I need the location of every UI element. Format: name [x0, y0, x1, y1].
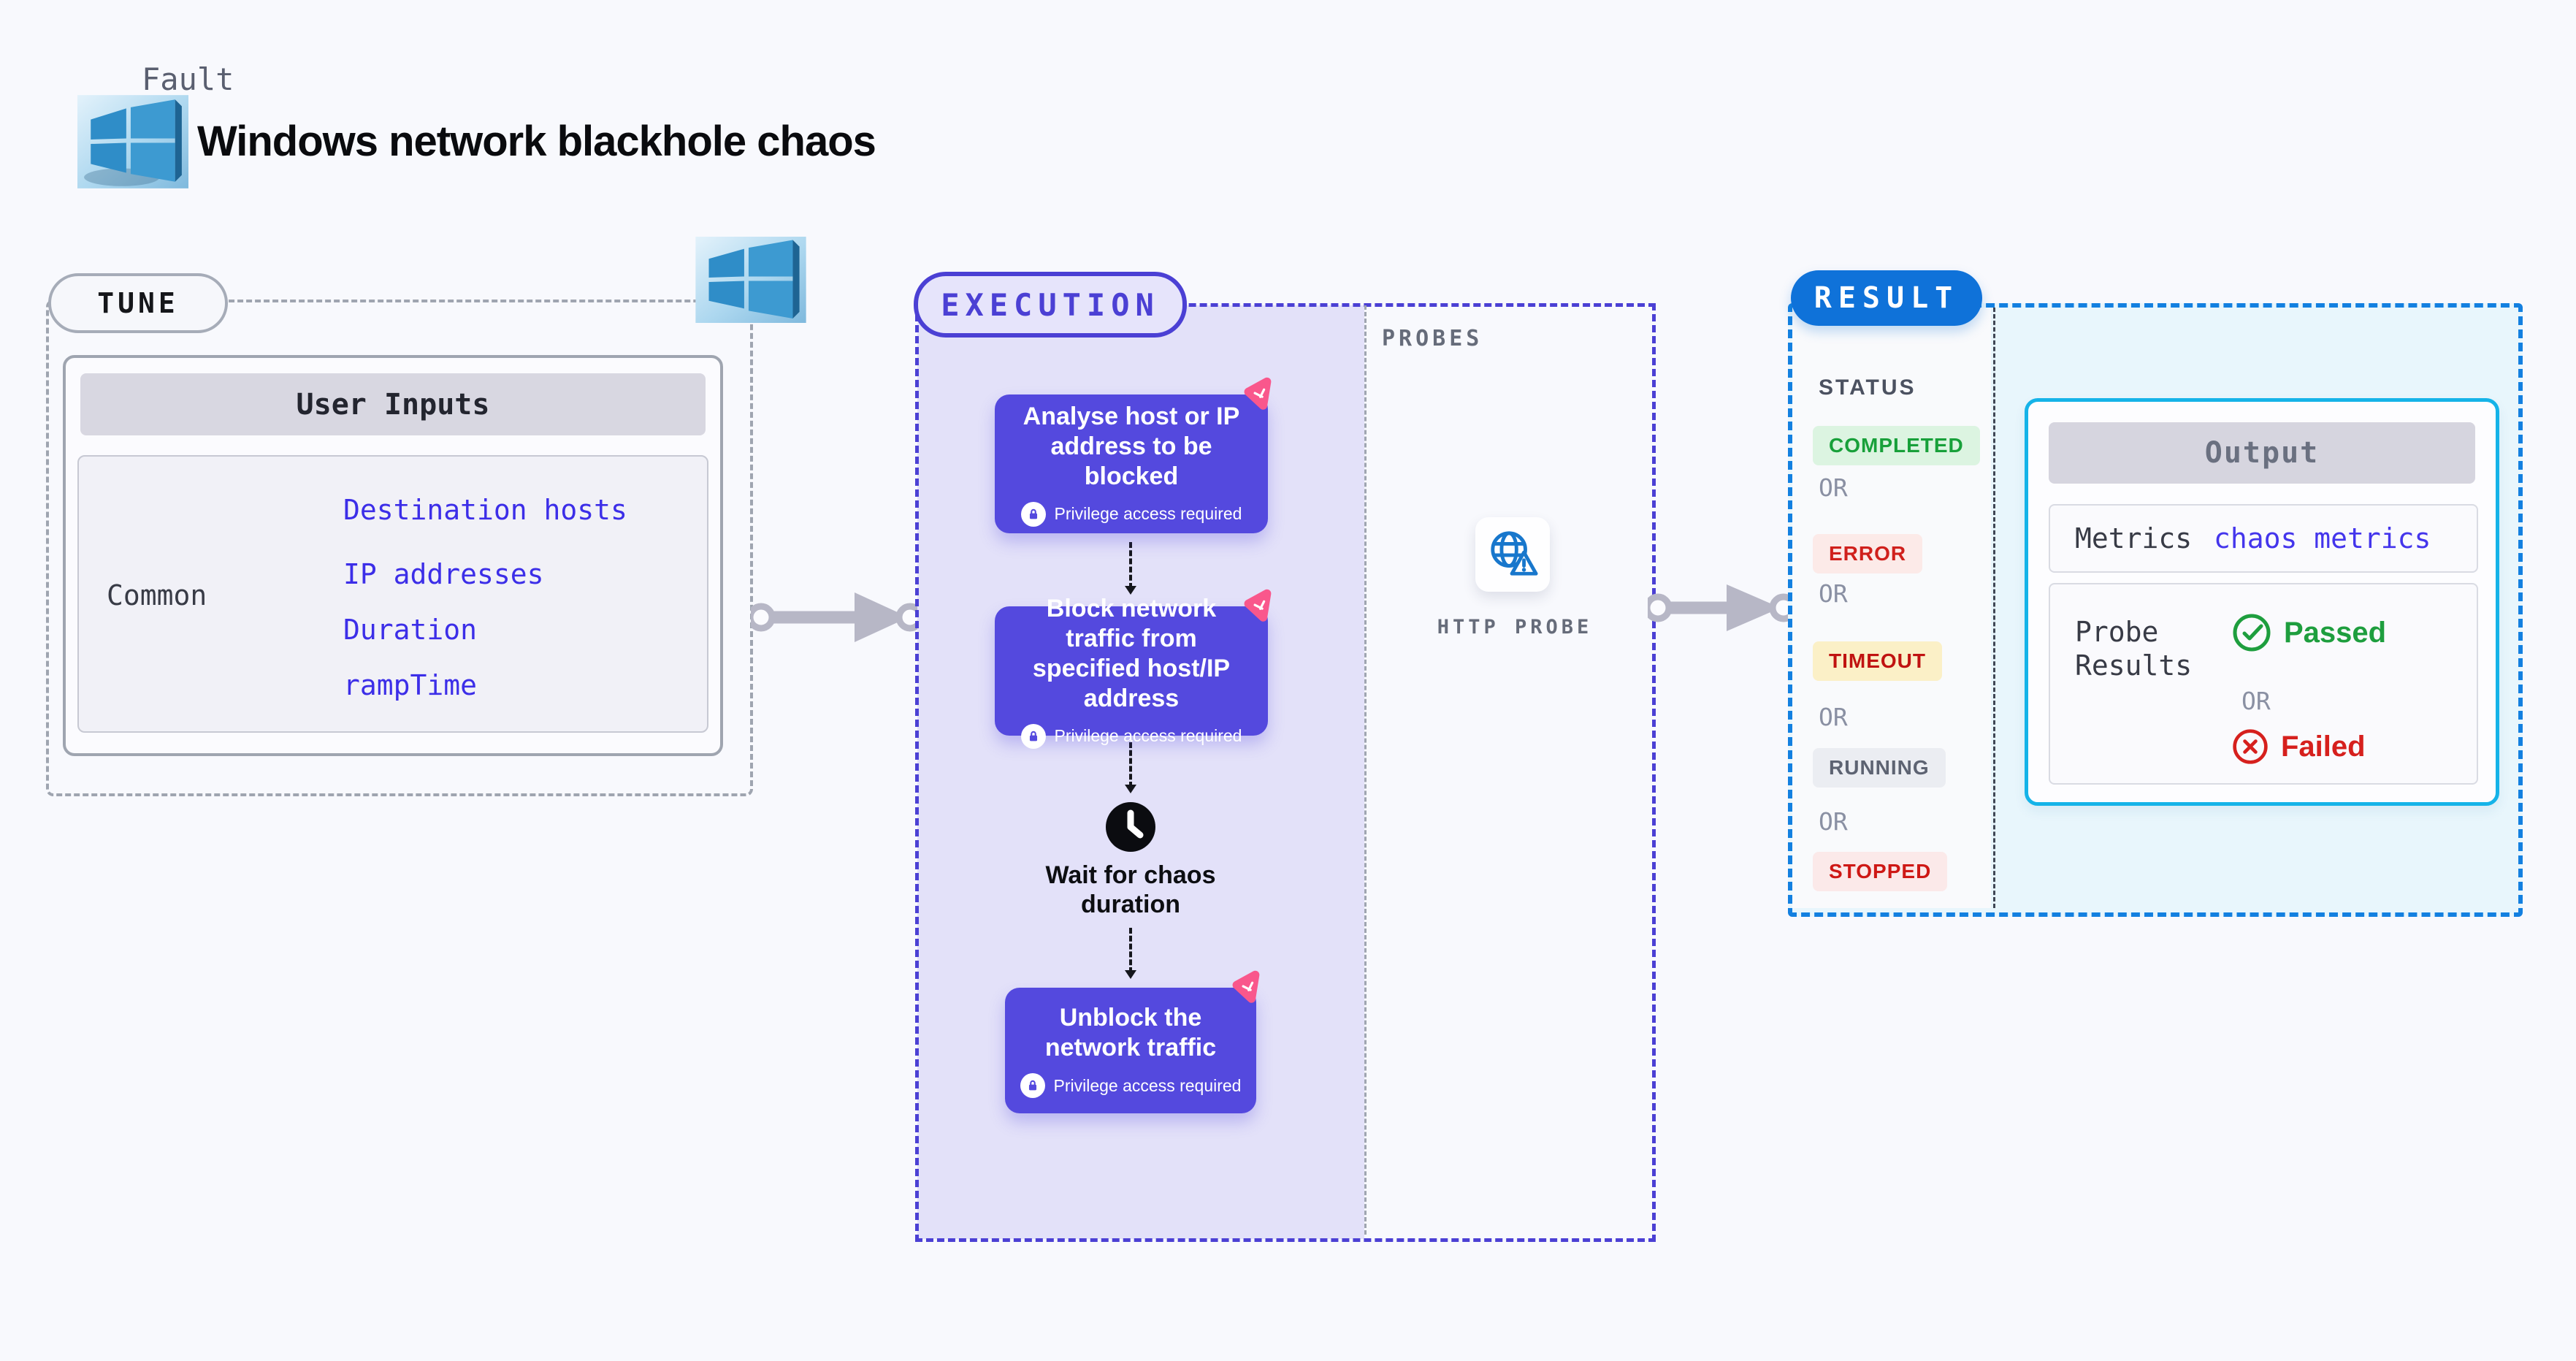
- tune-section: [46, 300, 753, 796]
- failed-result: Failed: [2231, 728, 2366, 766]
- lock-icon: [1020, 501, 1046, 527]
- result-divider: [1993, 308, 1995, 908]
- windows-logo-icon-small: [695, 237, 806, 323]
- status-badge-timeout: TIMEOUT: [1813, 641, 1942, 681]
- failed-label: Failed: [2281, 730, 2366, 763]
- probes-divider: [1364, 305, 1367, 1235]
- windows-logo-icon: [77, 95, 188, 188]
- passed-label: Passed: [2284, 616, 2387, 649]
- status-badge-stopped: STOPPED: [1813, 852, 1948, 891]
- probe-results-row: Probe Results Passed OR Failed: [2049, 583, 2478, 785]
- output-card: Output Metrics chaos metrics Probe Resul…: [2025, 398, 2499, 806]
- execution-section: [915, 303, 1656, 1242]
- probe-results-label: Probe Results: [2075, 616, 2193, 682]
- chaos-fault-icon: [1225, 968, 1266, 1010]
- step-card-analyse[interactable]: Analyse host or IP address to be blocked…: [995, 377, 1272, 533]
- metrics-row: Metrics chaos metrics: [2049, 504, 2478, 573]
- clock-icon: [1106, 802, 1155, 852]
- page-title: Windows network blackhole chaos: [197, 118, 876, 165]
- output-title: Output: [2204, 436, 2320, 470]
- fault-kind-label: Fault: [142, 61, 234, 97]
- execution-section-pill: EXECUTION: [914, 272, 1187, 338]
- privilege-note: Privilege access required: [1053, 1075, 1242, 1095]
- metrics-label: Metrics: [2075, 522, 2193, 554]
- step-connector-arrow: [1125, 928, 1136, 979]
- privilege-badge: Privilege access required: [1020, 501, 1242, 527]
- check-circle-icon: [2233, 614, 2271, 652]
- execution-label: EXECUTION: [941, 286, 1160, 323]
- status-heading: STATUS: [1819, 375, 1916, 400]
- input-link-duration[interactable]: Duration: [343, 614, 478, 646]
- status-badge-running: RUNNING: [1813, 748, 1946, 788]
- lock-icon: [1020, 723, 1046, 749]
- or-separator: OR: [1819, 579, 1848, 608]
- http-probe-node[interactable]: [1475, 517, 1550, 592]
- lock-icon: [1020, 1073, 1045, 1098]
- wait-step-title: Wait for chaos duration: [1045, 861, 1216, 918]
- user-inputs-title: User Inputs: [296, 387, 490, 422]
- or-separator: OR: [1819, 807, 1848, 836]
- step-connector-arrow: [1125, 542, 1136, 595]
- user-inputs-body: [77, 455, 708, 733]
- globe-warning-icon: [1491, 531, 1538, 576]
- input-link-ramptime[interactable]: rampTime: [343, 669, 478, 701]
- or-separator: OR: [1819, 473, 1848, 502]
- or-separator: OR: [1819, 703, 1848, 731]
- probes-zone-label: PROBES: [1382, 326, 1483, 351]
- step-connector-arrow: [1125, 742, 1136, 793]
- privilege-note: Privilege access required: [1054, 504, 1242, 523]
- status-badge-error: ERROR: [1813, 534, 1923, 573]
- passed-result: Passed: [2231, 612, 2386, 653]
- step-title: Unblock the network traffic: [1044, 1004, 1217, 1061]
- input-link-ip-addresses[interactable]: IP addresses: [343, 558, 544, 590]
- step-card-unblock-traffic[interactable]: Unblock the network traffic Privilege ac…: [1005, 970, 1260, 1113]
- chaos-metrics-link[interactable]: chaos metrics: [2214, 522, 2431, 554]
- result-section-pill: RESULT: [1791, 270, 1982, 326]
- privilege-note: Privilege access required: [1054, 726, 1242, 745]
- x-circle-icon: [2233, 729, 2268, 764]
- step-card-block-traffic[interactable]: Block network traffic from specified hos…: [995, 589, 1272, 749]
- step-title: Block network traffic from specified hos…: [1032, 594, 1231, 712]
- tune-label: TUNE: [97, 287, 179, 319]
- execution-to-result-arrow: [1643, 575, 1798, 641]
- tune-section-pill: TUNE: [48, 273, 228, 333]
- output-header: Output: [2049, 422, 2475, 484]
- step-title: Analyse host or IP address to be blocked: [1023, 402, 1240, 490]
- result-label: RESULT: [1813, 281, 1960, 315]
- privilege-badge: Privilege access required: [1020, 1073, 1242, 1098]
- status-badge-completed: COMPLETED: [1813, 426, 1980, 465]
- input-category-label: Common: [107, 579, 207, 611]
- input-link-destination-hosts[interactable]: Destination hosts: [343, 494, 627, 526]
- privilege-badge: Privilege access required: [1020, 723, 1242, 749]
- result-status-panel: [1792, 308, 1991, 908]
- or-separator: OR: [2241, 687, 2271, 715]
- chaos-fault-icon: [1237, 375, 1278, 416]
- http-probe-label: HTTP PROBE: [1437, 616, 1593, 638]
- user-inputs-header: User Inputs: [80, 373, 706, 435]
- chaos-fault-icon: [1237, 587, 1278, 628]
- tune-to-execution-arrow: [746, 584, 925, 650]
